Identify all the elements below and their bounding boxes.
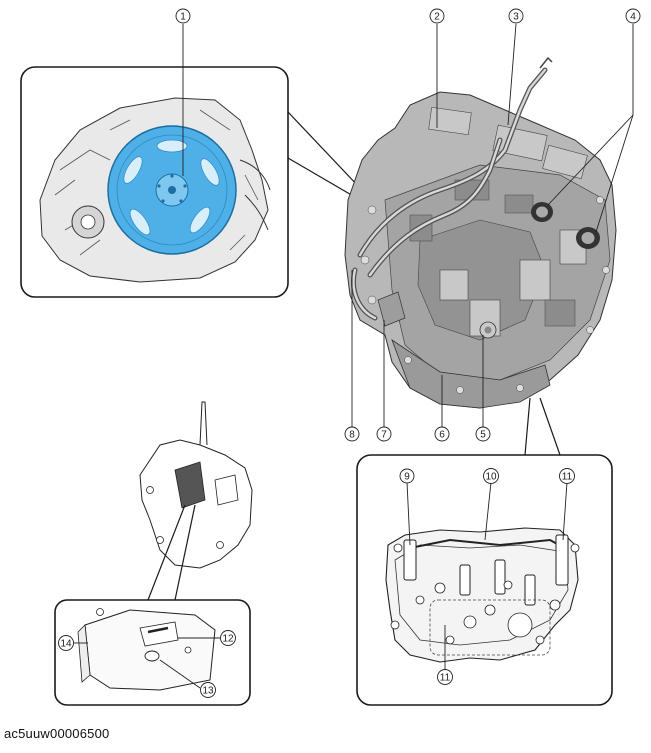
callout-2: 2: [429, 8, 445, 24]
inset-mount-detail: [54, 599, 251, 706]
callout-8: 8: [344, 426, 360, 442]
svg-text:14: 14: [60, 639, 72, 650]
svg-text:6: 6: [439, 430, 445, 441]
callout-7: 7: [376, 426, 392, 442]
callout-10: 10: [483, 468, 499, 484]
svg-text:11: 11: [562, 472, 573, 483]
svg-text:2: 2: [434, 12, 440, 23]
svg-text:3: 3: [513, 12, 519, 23]
oil-seal-upper: [531, 202, 553, 222]
svg-text:1: 1: [180, 12, 186, 23]
callout-12: 12: [220, 630, 236, 646]
svg-text:8: 8: [349, 430, 355, 441]
main-leader-lines: [351, 23, 634, 428]
callout-3: 3: [508, 8, 524, 24]
callout-11-lower: 11: [437, 669, 453, 685]
figure-code: ac5uuw00006500: [4, 726, 110, 741]
oil-seal-lower: [576, 227, 600, 249]
callout-4: 4: [625, 8, 641, 24]
callout-5: 5: [475, 426, 491, 442]
transaxle-main-body: [344, 56, 617, 409]
transaxle-mount: [139, 401, 253, 601]
svg-text:11: 11: [440, 673, 451, 684]
callout-9: 9: [399, 468, 415, 484]
svg-text:9: 9: [404, 472, 410, 483]
inset-drive-plate: [20, 24, 361, 298]
svg-text:4: 4: [630, 12, 636, 23]
svg-text:5: 5: [480, 430, 486, 441]
svg-text:7: 7: [381, 430, 387, 441]
callout-14: 14: [58, 635, 74, 651]
callout-11-upper: 11: [559, 468, 575, 484]
inset-control-valve: [356, 397, 613, 706]
svg-text:10: 10: [485, 472, 497, 483]
callout-13: 13: [200, 682, 216, 698]
svg-text:13: 13: [202, 686, 214, 697]
callout-6: 6: [434, 426, 450, 442]
svg-text:12: 12: [222, 634, 234, 645]
callout-1: 1: [175, 8, 191, 24]
